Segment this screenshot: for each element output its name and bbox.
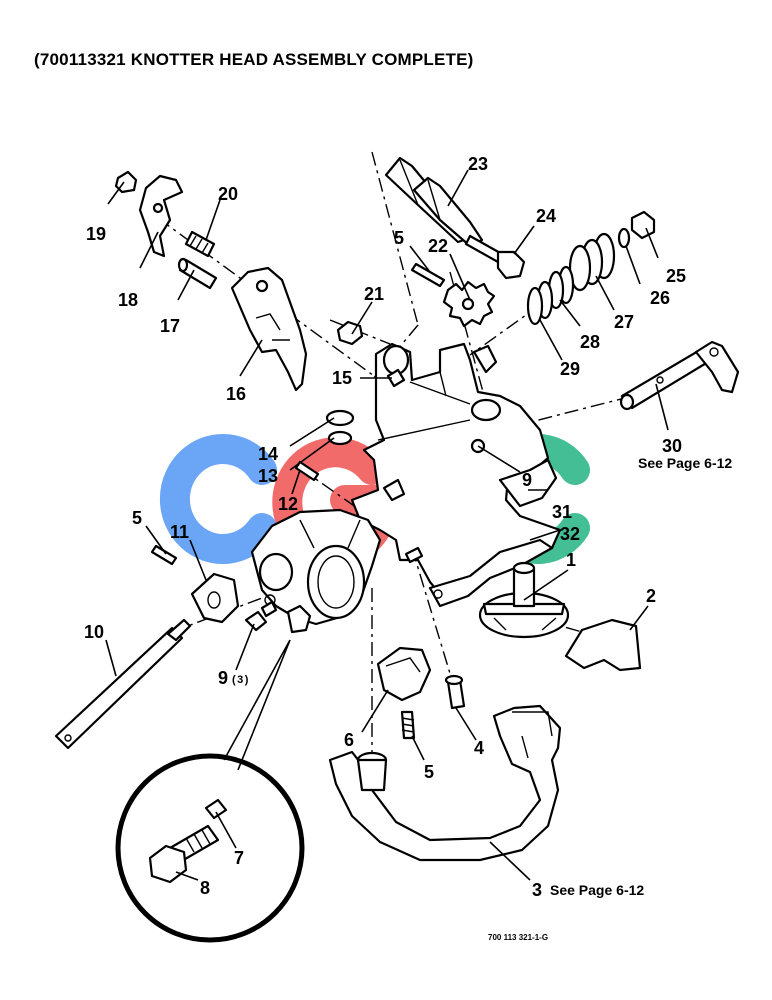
callout-20: 20 — [218, 184, 238, 204]
callout-24: 24 — [536, 206, 556, 226]
callout-29: 29 — [560, 359, 580, 379]
part-11-block — [190, 572, 240, 624]
part-5-pin-top — [410, 262, 446, 288]
callout-1: 1 — [566, 550, 576, 570]
callout-5-lower: 5 — [424, 762, 434, 782]
part-32-plate — [428, 538, 554, 608]
part-25-nut — [630, 210, 656, 240]
part-3-frame — [328, 704, 562, 862]
part-23-blade — [384, 156, 484, 248]
callout-25: 25 — [666, 266, 686, 286]
callout-7: 7 — [234, 848, 244, 868]
callout-9a: 9 — [218, 668, 228, 688]
part-9-screw-lower — [244, 600, 278, 632]
callout-30: 30 — [662, 436, 682, 456]
callout-10: 10 — [84, 622, 104, 642]
part-31-plate — [498, 458, 558, 508]
part-9-screw-upper — [382, 478, 406, 502]
part-14-washer — [325, 409, 355, 427]
callout-19: 19 — [86, 224, 106, 244]
callout-32: 32 — [560, 524, 580, 544]
part-18-bracket — [138, 174, 184, 258]
callout-27: 27 — [614, 312, 634, 332]
part-26-washer — [617, 227, 631, 249]
callout-15: 15 — [332, 368, 352, 388]
part-24-bolt — [464, 234, 526, 280]
callout-31: 31 — [552, 502, 572, 522]
callout-16: 16 — [226, 384, 246, 404]
callout-26: 26 — [650, 288, 670, 308]
drawing-number: 700 113 321-1-G — [488, 933, 548, 942]
callout-9a-qty: (3) — [232, 674, 250, 686]
part-5-spring-lower — [400, 710, 416, 740]
part-16-arm — [230, 266, 308, 392]
callout-5-top: 5 — [394, 228, 404, 248]
callout-11: 11 — [170, 522, 189, 542]
callout-3: 3 — [532, 880, 542, 900]
callout-14: 14 — [258, 444, 278, 464]
part-30-shaft — [619, 340, 740, 411]
part-27-spring-washers — [568, 232, 616, 292]
callout-8: 8 — [200, 878, 210, 898]
part-4-bolt — [444, 674, 466, 710]
callout-4: 4 — [474, 738, 484, 758]
part-15-screw — [386, 368, 406, 388]
part-pin-small — [404, 546, 424, 564]
main-frame — [350, 342, 562, 596]
callout-5-left: 5 — [132, 508, 142, 528]
part-10-shaft — [54, 618, 192, 750]
callout-6: 6 — [344, 730, 354, 750]
callout-12: 12 — [278, 494, 298, 514]
callout-17: 17 — [160, 316, 180, 336]
callout-23: 23 — [468, 154, 488, 174]
callout-3-note: See Page 6-12 — [550, 882, 644, 898]
callout-22: 22 — [428, 236, 448, 256]
part-17-pin — [177, 257, 218, 290]
part-7-washer — [204, 798, 228, 820]
part-12-pin — [294, 460, 320, 482]
callout-30-note: See Page 6-12 — [638, 455, 732, 471]
callout-9b: 9 — [522, 470, 532, 490]
callout-labels: 19 18 20 17 16 21 15 5 22 23 24 25 26 27… — [84, 154, 732, 942]
knotter-body — [250, 508, 382, 634]
part-20-spring — [184, 230, 216, 258]
part-13-washer — [327, 430, 353, 446]
part-5-pin-left — [150, 544, 178, 566]
part-2-cam — [564, 618, 642, 672]
detail-inset — [115, 639, 305, 943]
callout-28: 28 — [580, 332, 600, 352]
callout-13: 13 — [258, 466, 278, 486]
callout-21: 21 — [364, 284, 384, 304]
part-22-gear — [442, 280, 496, 328]
callout-2: 2 — [646, 586, 656, 606]
watermark-letter-c1 — [159, 434, 277, 564]
page-title: (700113321 KNOTTER HEAD ASSEMBLY COMPLET… — [34, 50, 474, 69]
callout-18: 18 — [118, 290, 138, 310]
leader-lines — [105, 169, 669, 881]
part-29-shims — [526, 280, 554, 326]
